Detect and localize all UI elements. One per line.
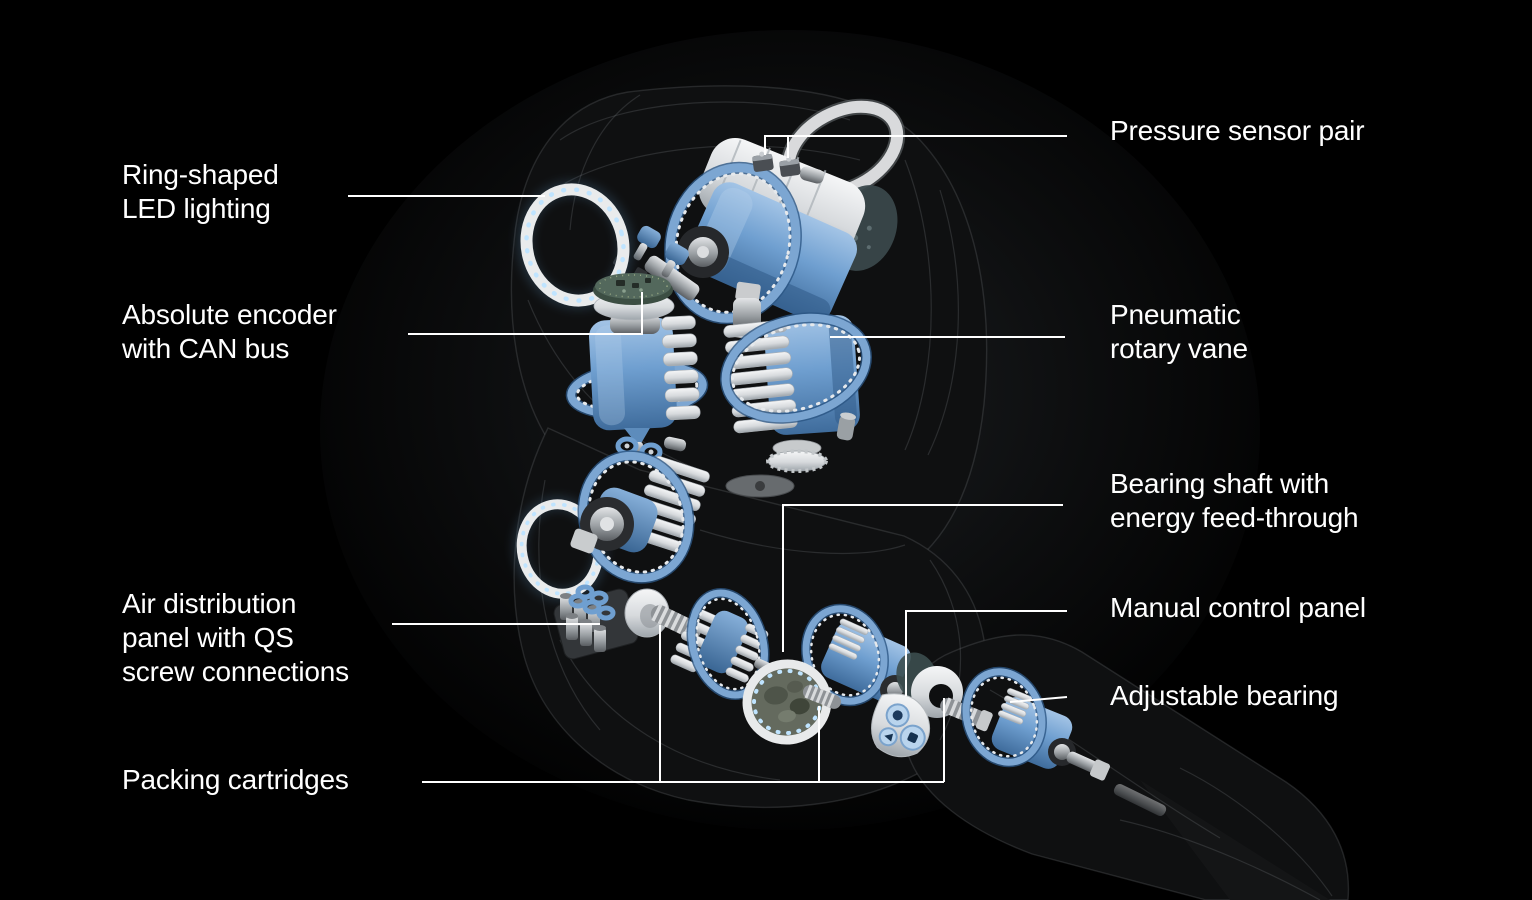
ghost-wireframe-lines xyxy=(527,94,1333,900)
absolute-encoder-assembly xyxy=(565,273,709,462)
taper xyxy=(624,428,650,447)
blue-motor-body xyxy=(588,317,678,431)
label-adjustable-bearing: Adjustable bearing xyxy=(1110,680,1339,711)
leader-packing-cartridges xyxy=(422,625,945,783)
leader-absolute-encoder xyxy=(408,292,643,335)
qs-fitting xyxy=(633,225,661,261)
leader-adjustable-bearing xyxy=(1009,696,1068,703)
button xyxy=(885,703,910,728)
leader-manual-control xyxy=(905,610,1067,696)
label-bearing-shaft: Bearing shaft with energy feed-through xyxy=(1110,468,1359,533)
shaft xyxy=(1066,751,1098,773)
bearing-ring xyxy=(961,666,1047,768)
button xyxy=(899,724,926,751)
adjustable-bearing-assembly xyxy=(961,666,1111,781)
label-pressure-sensor: Pressure sensor pair xyxy=(1110,115,1365,146)
hex-end xyxy=(1089,759,1111,781)
hex-stub xyxy=(570,528,598,554)
label-pneumatic-rotary-vane: Pneumatic rotary vane xyxy=(1110,299,1248,364)
led-ring-top xyxy=(516,180,634,310)
bearing-ring xyxy=(686,587,770,701)
button xyxy=(878,727,898,747)
control-panel xyxy=(871,693,930,758)
wrist-actuator xyxy=(801,603,911,707)
white-cap-ribs xyxy=(998,688,1033,725)
white-cap-ribs xyxy=(828,618,869,660)
leader-bearing-shaft xyxy=(782,504,1063,652)
leader-lines xyxy=(348,135,1068,783)
white-rib-cartridge xyxy=(661,315,701,421)
label-ring-led: Ring-shaped LED lighting xyxy=(122,159,279,224)
qs-fitting xyxy=(661,242,689,278)
label-packing-cartridges: Packing cartridges xyxy=(122,764,349,795)
encoder-pcb xyxy=(593,273,673,305)
bearing-ring xyxy=(664,161,802,325)
bearing-ring xyxy=(720,312,872,424)
label-absolute-encoder: Absolute encoder with CAN bus xyxy=(122,299,337,364)
packing-cartridge-2 xyxy=(802,684,842,709)
label-air-distribution: Air distribution panel with QS screw con… xyxy=(122,588,349,687)
elbow-actuator xyxy=(570,450,710,584)
end-shaft-ghost xyxy=(1113,784,1167,816)
qs-blue-fittings xyxy=(568,584,616,621)
forearm-vane-unit xyxy=(670,587,774,701)
leader-pressure-sensor xyxy=(764,135,1067,158)
rotary-vane-assembly xyxy=(720,281,872,498)
bottom-washers xyxy=(725,412,856,498)
output-shaft xyxy=(644,255,700,301)
label-manual-control: Manual control panel xyxy=(1110,592,1366,623)
